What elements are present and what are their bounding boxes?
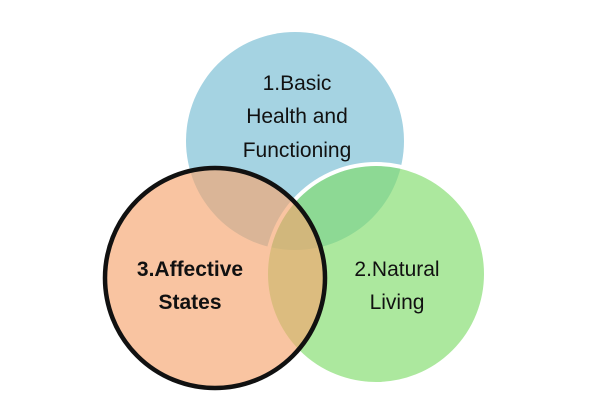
label-basic-health-line2: Health and bbox=[246, 105, 348, 128]
label-basic-health-line1: 1.Basic bbox=[263, 72, 332, 95]
circle-affective-states bbox=[102, 165, 328, 391]
label-affective-states-line2: States bbox=[158, 291, 221, 314]
label-natural-living-line2: Living bbox=[370, 291, 425, 314]
label-basic-health-line3: Functioning bbox=[243, 139, 352, 162]
label-affective-states-line1: 3.Affective bbox=[137, 258, 243, 281]
label-natural-living-line1: 2.Natural bbox=[354, 258, 439, 281]
